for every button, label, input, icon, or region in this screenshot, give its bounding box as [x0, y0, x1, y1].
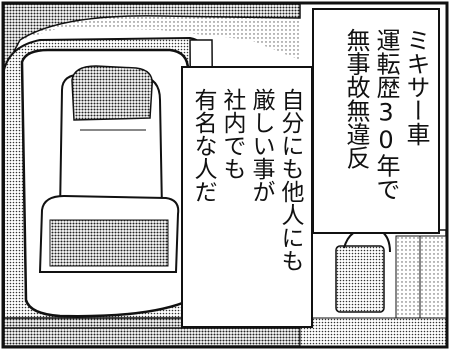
narration-line: 運転歴30年で	[372, 28, 400, 201]
window-frame-top	[3, 3, 301, 71]
narration-line: 厳しい事が	[248, 88, 274, 203]
seat-headrest	[71, 65, 153, 121]
fuel-box	[335, 245, 385, 313]
narration-box-main: 自分にも他人にも 厳しい事が 社内でも 有名な人だ	[181, 66, 313, 328]
narration-line: 自分にも他人にも	[277, 88, 303, 272]
narration-line: 無事故無違反	[342, 28, 370, 169]
narration-line: ミキサー車	[402, 28, 430, 146]
narration-line: 有名な人だ	[190, 88, 216, 203]
bottom-right-tone	[299, 317, 447, 347]
narration-box-top: ミキサー車 運転歴30年で 無事故無違反	[312, 8, 440, 234]
narration-line: 社内でも	[219, 88, 245, 180]
seat-panel-tone	[49, 219, 169, 267]
right-tone-strip	[395, 235, 447, 325]
